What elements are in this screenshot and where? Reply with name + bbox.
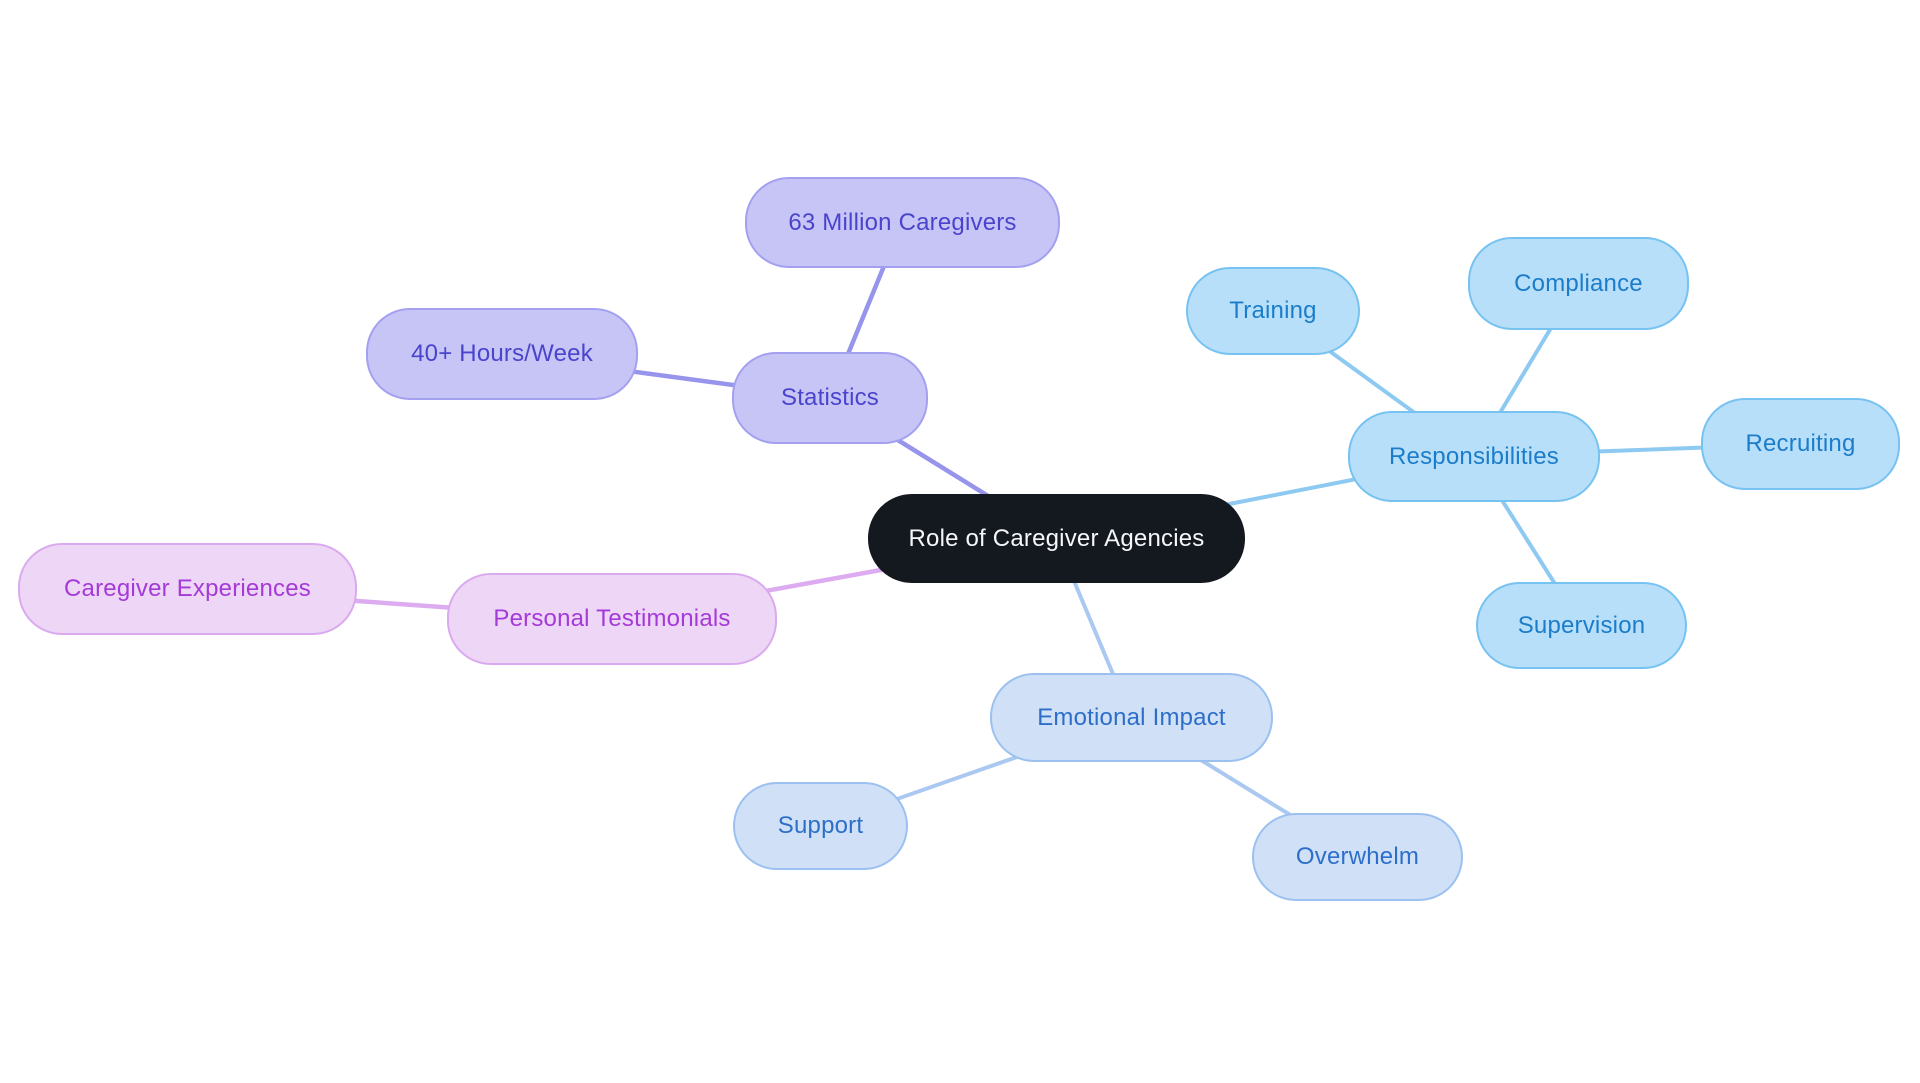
node-responsibilities-label: Responsibilities (1389, 442, 1559, 470)
node-emotional-impact-label: Emotional Impact (1037, 703, 1226, 731)
node-emotional-impact[interactable]: Emotional Impact (990, 673, 1273, 762)
node-supervision[interactable]: Supervision (1476, 582, 1687, 669)
node-supervision-label: Supervision (1517, 611, 1646, 639)
node-overwhelm[interactable]: Overwhelm (1252, 813, 1463, 901)
node-responsibilities[interactable]: Responsibilities (1348, 411, 1600, 502)
node-statistics-label: Statistics (780, 384, 880, 411)
node-40-hours-week-label: 40+ Hours/Week (411, 340, 593, 367)
node-recruiting-label: Recruiting (1745, 430, 1856, 457)
node-63-million-caregivers[interactable]: 63 Million Caregivers (745, 177, 1060, 268)
node-63-million-caregivers-label: 63 Million Caregivers (788, 208, 1017, 236)
node-central[interactable]: Role of Caregiver Agencies (868, 494, 1245, 583)
node-overwhelm-label: Overwhelm (1295, 843, 1420, 870)
node-personal-testimonials-label: Personal Testimonials (493, 605, 731, 632)
node-caregiver-experiences[interactable]: Caregiver Experiences (18, 543, 357, 635)
node-compliance[interactable]: Compliance (1468, 237, 1689, 330)
node-training[interactable]: Training (1186, 267, 1360, 355)
node-recruiting[interactable]: Recruiting (1701, 398, 1900, 490)
node-compliance-label: Compliance (1514, 269, 1643, 297)
node-support[interactable]: Support (733, 782, 908, 870)
node-caregiver-experiences-label: Caregiver Experiences (64, 575, 311, 602)
node-40-hours-week[interactable]: 40+ Hours/Week (366, 308, 638, 400)
node-personal-testimonials[interactable]: Personal Testimonials (447, 573, 777, 665)
node-statistics[interactable]: Statistics (732, 352, 928, 444)
node-training-label: Training (1229, 297, 1317, 324)
node-support-label: Support (777, 812, 864, 839)
node-central-label: Role of Caregiver Agencies (908, 524, 1205, 552)
